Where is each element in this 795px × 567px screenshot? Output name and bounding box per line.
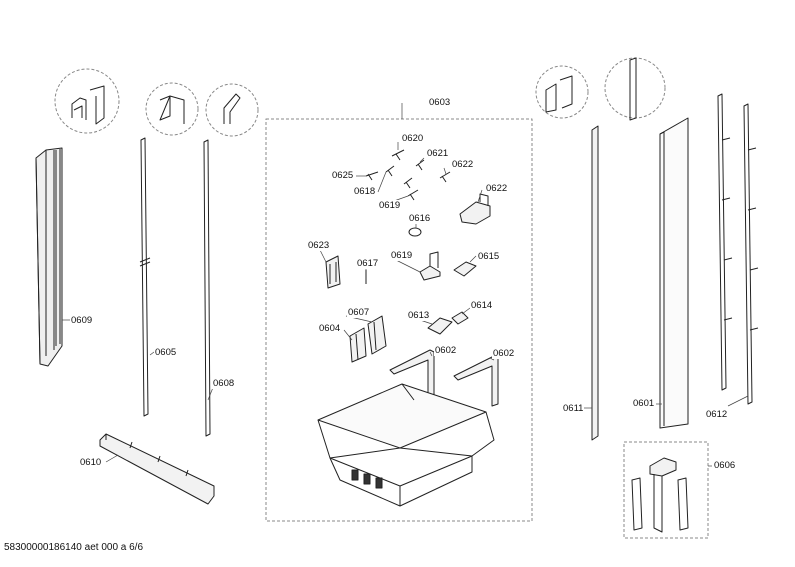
label-0623: 0623 [307, 240, 331, 251]
label-0605: 0605 [154, 347, 178, 358]
label-0601: 0601 [632, 398, 656, 409]
drawing-number: 58300000186140 aet 000 a 6/6 [4, 542, 144, 553]
label-0615: 0615 [477, 251, 501, 262]
part-0608-strip [203, 139, 211, 437]
label-0614: 0614 [470, 300, 494, 311]
label-0604: 0604 [318, 323, 342, 334]
part-0619-bracket [419, 251, 441, 281]
label-0622-bracket: 0622 [485, 183, 509, 194]
kit-box-0603 [265, 118, 533, 522]
detail-circle-0611 [535, 65, 589, 119]
label-0618: 0618 [353, 186, 377, 197]
label-0610: 0610 [79, 457, 103, 468]
label-0611: 0611 [562, 403, 585, 414]
label-0608: 0608 [212, 378, 236, 389]
detail-circle-0605 [145, 82, 199, 136]
detail-circle-0609 [54, 68, 120, 134]
part-0622-bracket [459, 193, 491, 225]
cardboard-box [317, 383, 495, 507]
part-0615-plate [453, 261, 477, 277]
label-0613: 0613 [407, 310, 431, 321]
part-0606-hinge-set [631, 457, 689, 533]
label-0620: 0620 [401, 133, 425, 144]
label-0607: 0607 [347, 307, 371, 318]
label-0619: 0619 [390, 250, 414, 261]
label-0621: 0621 [426, 148, 450, 159]
label-0617: 0617 [356, 258, 380, 269]
label-0622-top: 0622 [451, 159, 475, 170]
part-0605-strip [139, 137, 151, 417]
label-0603: 0603 [428, 97, 452, 108]
label-0612: 0612 [705, 409, 729, 420]
part-0611-strip [591, 125, 599, 441]
label-0602-right: 0602 [492, 348, 516, 359]
part-0613-block [427, 317, 453, 335]
detail-circle-0608 [205, 83, 259, 137]
screws-group [365, 149, 451, 237]
label-0616: 0616 [408, 213, 432, 224]
part-0604-holder [349, 327, 367, 363]
kit-box-0606 [623, 441, 709, 539]
label-0619-top: 0619 [378, 200, 402, 211]
label-0602-left: 0602 [434, 345, 458, 356]
detail-circle-0601 [604, 57, 666, 121]
label-0625: 0625 [331, 170, 355, 181]
part-0610-bracket [99, 433, 215, 505]
part-0602-angle-right [453, 355, 499, 407]
part-0623-plate [325, 255, 341, 289]
label-0609: 0609 [70, 315, 94, 326]
part-0612-rails [717, 93, 759, 405]
part-0607-holder [367, 315, 387, 355]
part-0609-profile [35, 147, 63, 367]
part-0601-panel [659, 117, 689, 429]
part-0614-clip [451, 311, 469, 325]
label-0606: 0606 [713, 460, 737, 471]
